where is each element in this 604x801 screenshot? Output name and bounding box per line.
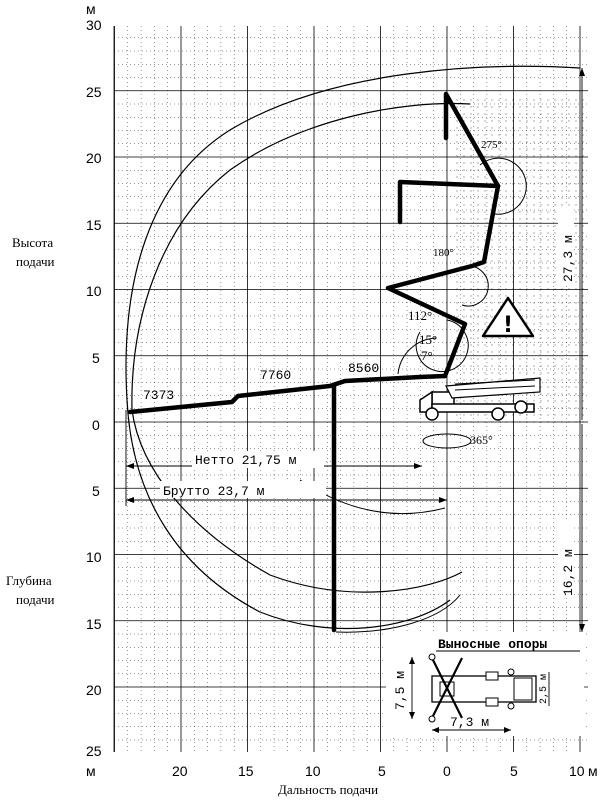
boom-horizontal-reach — [127, 373, 448, 415]
reach-label: Дальность подачи — [278, 782, 378, 797]
warning-symbol: ! — [503, 313, 513, 338]
gross-label-bg — [160, 481, 326, 498]
outrigger-front-label: 2,5 м — [539, 674, 550, 704]
net-reach-label: Нетто 21,75 м — [195, 453, 297, 468]
section-weight: 7373 — [143, 388, 174, 403]
y-tick-label: 20 — [86, 150, 102, 166]
depth-arc — [335, 594, 461, 633]
y-tick-label: 10 — [86, 283, 102, 299]
x-tick-label: 0 — [443, 763, 451, 779]
height-label: Высота — [12, 235, 53, 250]
gross-reach-label: Брутто 23,7 м — [163, 484, 265, 499]
max-height-label: 27,3 м — [561, 235, 576, 282]
x-tick-label: 10 — [305, 763, 321, 779]
outrigger-width-label: 7,5 м — [393, 671, 408, 710]
boom-tip-section — [443, 91, 501, 189]
y-tick-label: 10 — [86, 549, 102, 565]
inner-envelope-arc — [131, 102, 471, 593]
angle-label: 15° — [419, 332, 437, 347]
depth-label: Глубина — [6, 573, 52, 588]
angle-label: 7° — [421, 348, 433, 363]
angle-arc-112 — [415, 319, 469, 373]
rotation-ellipse — [422, 433, 472, 449]
y-axis-labels-bottom: 5 10 15 20 25 — [86, 483, 102, 759]
angle-label: 365° — [470, 433, 493, 447]
angle-label: 275° — [481, 139, 502, 151]
section-weight: 7760 — [260, 368, 291, 383]
x-unit-label-left: м — [86, 763, 96, 779]
angle-label: 180° — [433, 247, 454, 259]
angle-arc-15 — [397, 337, 437, 375]
y-tick-label: 5 — [92, 350, 100, 366]
section-weight: 8560 — [348, 361, 379, 376]
y-tick-label: 5 — [92, 483, 100, 499]
y-tick-label: 25 — [86, 743, 102, 759]
outer-envelope-arc — [125, 65, 581, 630]
warning-icon: ! — [481, 296, 535, 338]
angle-label: 112° — [408, 308, 432, 323]
boom-folded-upright — [385, 179, 501, 379]
depth-label-2: подачи — [16, 592, 54, 607]
y-axis-labels-top: 30 25 20 15 10 5 0 — [86, 17, 102, 433]
angle-arcs — [397, 157, 527, 375]
max-depth-label: 16,2 м — [561, 549, 576, 596]
x-tick-label: 10 — [569, 763, 585, 779]
x-tick-label: 20 — [172, 763, 188, 779]
angle-arc-275 — [479, 157, 527, 215]
angle-arc-180 — [461, 265, 489, 307]
truck-icon — [419, 377, 541, 421]
height-dim-bg — [558, 206, 574, 284]
boom — [127, 91, 501, 633]
x-tick-label: 15 — [238, 763, 254, 779]
net-label-bg — [192, 451, 324, 468]
x-axis-labels: м 20 15 10 5 0 5 10 м — [86, 763, 598, 779]
outriggers-title: Выносные опоры — [438, 637, 547, 652]
x-tick-label: 5 — [378, 763, 386, 779]
x-unit-label-right: м — [588, 763, 598, 779]
x-tick-label: 5 — [510, 763, 518, 779]
y-tick-label: 20 — [86, 682, 102, 698]
depth-dim-bg — [558, 520, 574, 598]
outriggers-inset: Выносные опоры — [386, 632, 584, 736]
grid — [113, 26, 588, 752]
y-tick-label: 15 — [86, 616, 102, 632]
vertical-dimensions — [579, 68, 585, 632]
y-tick-label: 0 — [92, 417, 100, 433]
y-tick-label: 30 — [86, 17, 102, 33]
y-unit-label: м — [86, 1, 96, 17]
y-tick-label: 25 — [86, 84, 102, 100]
outrigger-length-label: 7,3 м — [450, 715, 489, 730]
y-tick-label: 15 — [86, 217, 102, 233]
height-label-2: подачи — [16, 254, 54, 269]
